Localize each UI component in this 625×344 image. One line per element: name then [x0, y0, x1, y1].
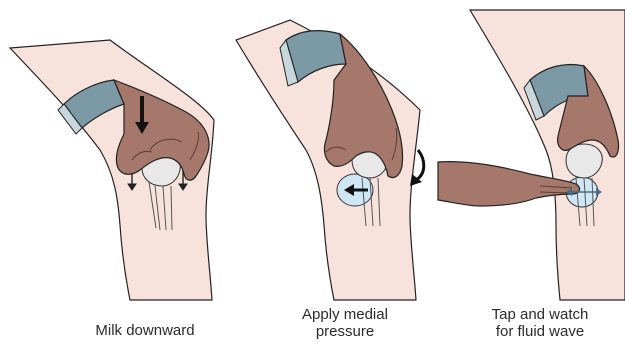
panel-milk-downward [10, 40, 214, 300]
caption-fluid-wave: Tap and watch for fluid wave [460, 306, 620, 340]
caption-line: pressure [270, 323, 420, 340]
caption-line: Tap and watch [460, 306, 620, 323]
caption-line: for fluid wave [460, 323, 620, 340]
caption-milk-downward: Milk downward [70, 322, 220, 339]
panel-fluid-wave [438, 10, 625, 300]
caption-line: Apply medial [270, 306, 420, 323]
panel-medial-pressure [236, 20, 424, 300]
caption-medial-pressure: Apply medial pressure [270, 306, 420, 340]
caption-line: Milk downward [70, 322, 220, 339]
